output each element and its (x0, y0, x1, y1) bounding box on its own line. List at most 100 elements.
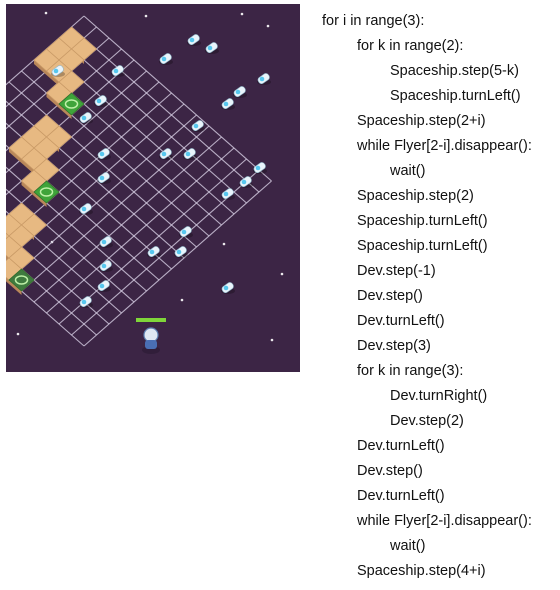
flyer-light (99, 283, 105, 289)
target-tile (58, 92, 85, 116)
flyer-group (51, 34, 271, 308)
grid-line (6, 166, 147, 292)
platform-edge (9, 148, 22, 163)
code-line: Dev.step(-1) (357, 263, 436, 279)
flyer-light (207, 45, 213, 51)
code-line: Spaceship.step(5-k) (390, 63, 519, 79)
flyer-light (235, 89, 241, 95)
target-ring-icon (64, 99, 79, 109)
target-tile (8, 268, 35, 292)
code-line: Dev.turnLeft() (357, 488, 445, 504)
flyer-light (181, 229, 187, 235)
code-line: Dev.turnLeft() (357, 313, 445, 329)
code-line: Spaceship.turnLeft() (390, 88, 521, 104)
grid-line (83, 180, 272, 347)
code-line: while Flyer[2-i].disappear(): (357, 138, 532, 154)
code-line: Dev.step() (357, 463, 423, 479)
code-line: Dev.step(3) (357, 338, 431, 354)
platform-edge (9, 280, 22, 295)
code-line: Dev.step(2) (390, 413, 464, 429)
target-ring-icon (39, 187, 54, 197)
flyer-light (255, 165, 261, 171)
code-line: while Flyer[2-i].disappear(): (357, 513, 532, 529)
dev-character-icon (143, 327, 159, 343)
flyer-light (223, 101, 229, 107)
dev-body (145, 340, 157, 349)
flyer-light (223, 191, 229, 197)
platform-edge (34, 192, 47, 207)
code-line: Spaceship.turnLeft() (357, 213, 488, 229)
flyer-light (149, 249, 155, 255)
grid-line (58, 37, 247, 204)
platform-edge (21, 159, 34, 174)
flyer-light (176, 249, 182, 255)
platform-edge (46, 71, 59, 86)
grid-line (83, 15, 272, 182)
platform-tile (8, 136, 35, 160)
dev-character[interactable] (136, 318, 166, 354)
grid-line (6, 254, 97, 336)
platform-tile (6, 232, 10, 240)
star-field (16, 11, 284, 342)
platform-edge (21, 181, 34, 196)
code-line: for k in range(3): (357, 363, 464, 379)
flyer-light (113, 68, 119, 74)
grid-line (6, 81, 160, 218)
target-tile (33, 180, 60, 204)
star-icon (240, 12, 244, 16)
flyer-light (99, 151, 105, 157)
code-line: Spaceship.step(4+i) (357, 563, 486, 579)
code-line: Dev.turnLeft() (357, 438, 445, 454)
grid-line (6, 100, 185, 259)
grid-line (46, 147, 235, 314)
game-scene (6, 4, 300, 372)
star-icon (222, 242, 226, 246)
platform-edge (59, 104, 72, 119)
grid-line (71, 26, 260, 193)
code-line: Dev.turnRight() (390, 388, 488, 404)
flyer-light (53, 68, 59, 74)
code-line: Dev.step() (357, 288, 423, 304)
flyer-light (99, 175, 105, 181)
flyer-light (161, 151, 167, 157)
platform-edge (34, 60, 47, 75)
flyer-light (161, 56, 167, 62)
grid-line (6, 144, 160, 281)
code-line: Spaceship.turnLeft() (357, 238, 488, 254)
code-line: for i in range(3): (322, 13, 425, 29)
code-line: Spaceship.step(2) (357, 188, 474, 204)
target-tiles (8, 92, 85, 292)
grid-line (58, 158, 247, 325)
game-board (6, 4, 300, 372)
flyer-light (223, 285, 229, 291)
code-line: Spaceship.step(2+i) (357, 113, 486, 129)
flyer-light (96, 98, 102, 104)
star-icon (280, 272, 284, 276)
star-icon (44, 11, 48, 15)
flyer-light (259, 76, 265, 82)
grid-line (21, 125, 210, 292)
code-line: wait() (390, 538, 426, 554)
target-ring-icon (14, 275, 29, 285)
flyer-light (81, 206, 87, 212)
grid-line (8, 81, 197, 248)
flyer-light (241, 179, 247, 185)
code-line: wait() (390, 163, 426, 179)
platform-edge (6, 277, 9, 284)
code-line: for k in range(2): (357, 38, 464, 54)
grid-line (33, 136, 222, 303)
code-listing: for i in range(3): for k in range(2): Spac… (322, 9, 558, 584)
grid-line (6, 276, 85, 347)
flyer-light (101, 263, 107, 269)
grid-line (8, 114, 197, 281)
star-icon (180, 298, 184, 302)
flyer-light (185, 151, 191, 157)
platform-tile (33, 48, 60, 72)
grid-line (6, 122, 172, 270)
star-icon (266, 24, 270, 28)
star-icon (270, 338, 274, 342)
flyer-light (81, 299, 87, 305)
flyer-light (81, 115, 87, 121)
flyer-light (193, 123, 199, 129)
health-bar (136, 318, 166, 322)
